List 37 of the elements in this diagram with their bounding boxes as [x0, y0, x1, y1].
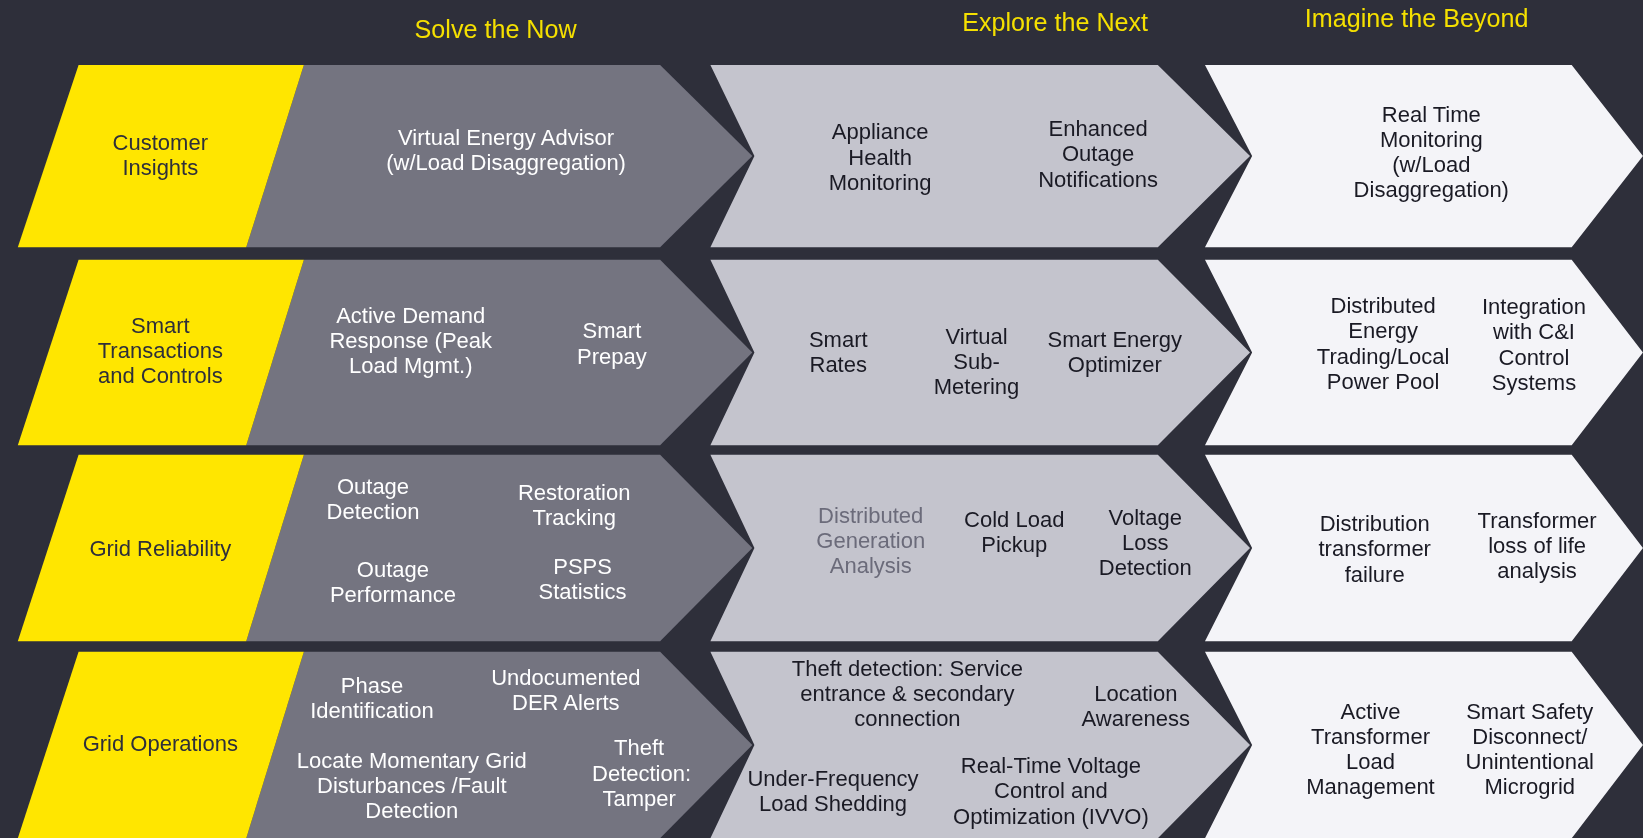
item-label: Outage Detection: [325, 473, 421, 524]
item-label: Smart Rates: [807, 326, 869, 378]
item-label: Appliance Health Monitoring: [827, 119, 933, 195]
item-label: Phase Identification: [309, 672, 435, 723]
item-label: Grid Reliability: [88, 536, 233, 562]
item-label: Locate Momentary Grid Disturbances /Fault Detection: [295, 748, 528, 824]
item-label: Smart Energy Optimizer: [1046, 326, 1184, 378]
item-label: Customer Insights: [111, 129, 209, 181]
item-label: Distributed Energy Trading/Local Power Pool: [1315, 293, 1451, 394]
item-label: Active Transformer Load Management: [1305, 698, 1436, 800]
column-heading: Imagine the Beyond: [1304, 4, 1529, 34]
item-label: Distribution transformer failure: [1317, 511, 1432, 587]
item-label: Grid Operations: [81, 731, 239, 757]
item-label: Virtual Energy Advisor (w/Load Disaggregation): [385, 124, 627, 175]
item-label: Real Time Monitoring (w/Load Disaggregation): [1352, 101, 1510, 203]
item-label: Transformer loss of life analysis: [1476, 508, 1598, 584]
item-label: Theft detection: Service entrance & secondary connection: [790, 655, 1024, 732]
column-heading: Explore the Next: [962, 8, 1149, 38]
item-label: Undocumented DER Alerts: [490, 665, 642, 716]
item-label: Under-Frequency Load Shedding: [746, 765, 920, 817]
item-label: Location Awareness: [1080, 681, 1192, 732]
item-label: Enhanced Outage Notifications: [1037, 116, 1159, 192]
item-label: PSPS Statistics: [537, 554, 628, 605]
item-label: Virtual Sub-Metering: [932, 323, 1021, 400]
column-heading: Solve the Now: [414, 14, 577, 44]
item-label: Restoration Tracking: [516, 479, 632, 531]
item-label: Smart Prepay: [576, 318, 648, 369]
item-label: Active Demand Response (Peak Load Mgmt.): [328, 302, 494, 379]
item-label: Smart Transactions and Controls: [96, 313, 224, 389]
item-label: Cold Load Pickup: [963, 507, 1066, 558]
item-label: Smart Safety Disconnect/ Unintentional Microgrid: [1464, 698, 1595, 800]
item-label: Distributed Generation Analysis: [815, 502, 927, 579]
item-label: Theft Detection: Tamper: [592, 735, 687, 811]
item-label: Real-Time Voltage Control and Optimization (IVVO): [952, 753, 1150, 829]
item-label: Outage Performance: [328, 557, 457, 608]
item-label: Integration with C&I Control Systems: [1481, 294, 1587, 395]
item-label: Voltage Loss Detection: [1097, 505, 1193, 581]
